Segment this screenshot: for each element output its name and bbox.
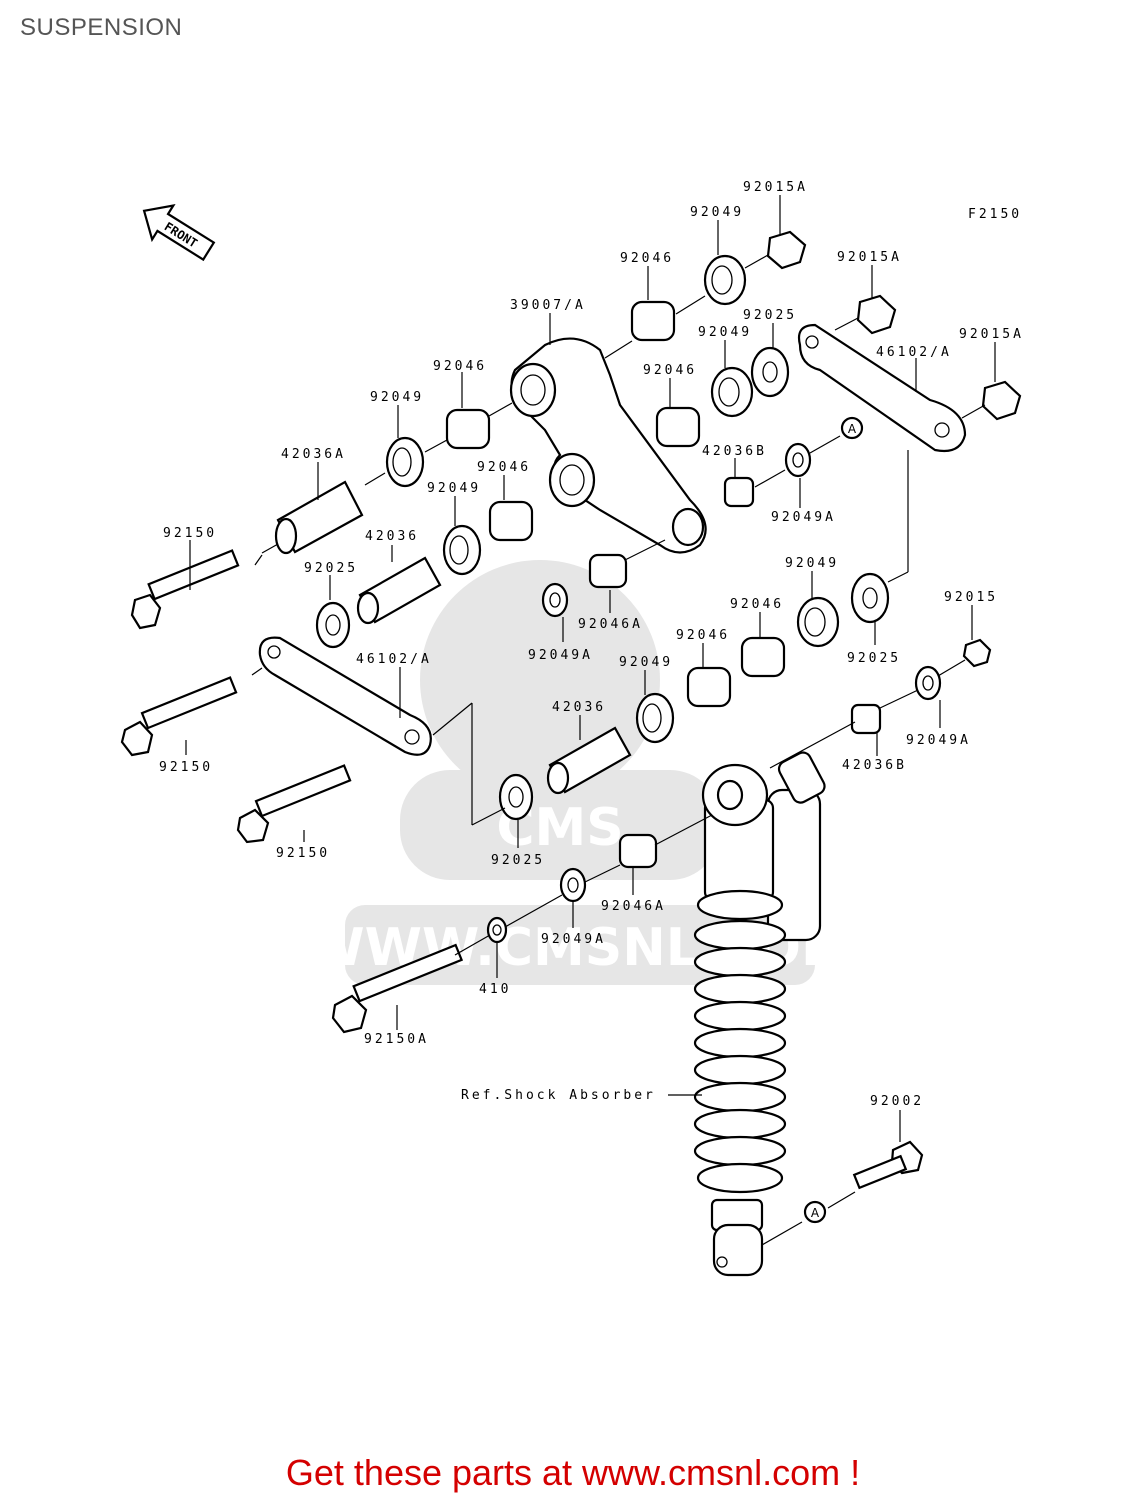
shock-spring bbox=[693, 889, 787, 1194]
part-label: 92046 bbox=[620, 251, 674, 266]
part-label: 42036 bbox=[552, 700, 606, 715]
seals-92049A bbox=[486, 442, 942, 944]
bolt-92002 bbox=[852, 1140, 924, 1190]
collar-42036-lower bbox=[546, 726, 632, 795]
part-label: 92150 bbox=[163, 526, 217, 541]
part-label: 42036 bbox=[365, 529, 419, 544]
part-label: 92025 bbox=[847, 651, 901, 666]
leader-lines bbox=[185, 195, 996, 1246]
part-label: 92046A bbox=[578, 617, 643, 632]
part-label: 92049A bbox=[528, 648, 593, 663]
suspension-diagram: CMS WWW.CMSNL.COM FRONT bbox=[120, 180, 1024, 1277]
part-label: 92015A bbox=[959, 327, 1024, 342]
ref-marker-a-upper: A bbox=[840, 416, 864, 440]
page-title: SUSPENSION bbox=[20, 14, 183, 41]
svg-text:A: A bbox=[848, 422, 857, 436]
collar-42036B-upper bbox=[723, 476, 755, 508]
ref-marker-a-lower: A bbox=[803, 1200, 827, 1224]
collar-42036A bbox=[274, 480, 364, 555]
part-label: 42036A bbox=[281, 447, 346, 462]
part-label: 92150 bbox=[159, 760, 213, 775]
part-label: 92046 bbox=[643, 363, 697, 378]
part-labels: 92015A 92049 92046 92015A 39007/A 92025 … bbox=[159, 180, 1024, 1109]
rocker-arm-part bbox=[509, 337, 707, 554]
front-arrow-icon: FRONT bbox=[142, 203, 216, 262]
svg-text:A: A bbox=[811, 1206, 820, 1220]
part-label: 92049A bbox=[906, 733, 971, 748]
part-label: 92150 bbox=[276, 846, 330, 861]
part-label: 46102/A bbox=[876, 345, 952, 360]
bolt-92150-upper bbox=[130, 549, 263, 630]
part-label: 92002 bbox=[870, 1094, 924, 1109]
part-label: 42036B bbox=[842, 758, 907, 773]
part-label: 92046 bbox=[477, 460, 531, 475]
part-label: 92049 bbox=[698, 325, 752, 340]
collar-42036B-lower bbox=[850, 703, 882, 735]
part-label: 46102/A bbox=[356, 652, 432, 667]
part-label: 92046A bbox=[601, 899, 666, 914]
part-label: 92150A bbox=[364, 1032, 429, 1047]
watermark-logo-circle bbox=[420, 560, 660, 800]
part-label: 92049A bbox=[771, 510, 836, 525]
figure-code: F2150 bbox=[968, 207, 1022, 222]
part-label: 92046 bbox=[730, 597, 784, 612]
bolt-92150-middle bbox=[120, 676, 238, 757]
collar-42036-upper bbox=[356, 556, 442, 625]
bolt-92150-lower bbox=[236, 764, 352, 844]
tie-rod-lower-part bbox=[258, 636, 432, 756]
part-label: 92025 bbox=[743, 308, 797, 323]
bearing-92046A-lower bbox=[618, 833, 658, 869]
part-label: 92025 bbox=[304, 561, 358, 576]
part-label: 92049A bbox=[541, 932, 606, 947]
bearings-92046 bbox=[445, 300, 786, 869]
shock-absorber-part bbox=[693, 751, 826, 1277]
part-label: Ref.Shock Absorber bbox=[461, 1088, 656, 1103]
part-label: 92025 bbox=[491, 853, 545, 868]
part-label: 92015 bbox=[944, 590, 998, 605]
bearing-92046A-upper bbox=[588, 553, 628, 589]
call-to-action-link[interactable]: Get these parts at www.cmsnl.com ! bbox=[285, 1452, 861, 1493]
part-label: 92049 bbox=[785, 556, 839, 571]
tie-rod-upper-part bbox=[797, 323, 967, 453]
part-label: 92046 bbox=[433, 359, 487, 374]
part-label: 92049 bbox=[690, 205, 744, 220]
part-label: 92015A bbox=[743, 180, 808, 195]
part-label: 42036B bbox=[702, 444, 767, 459]
part-label: 92046 bbox=[676, 628, 730, 643]
part-label: 92049 bbox=[427, 481, 481, 496]
seals-92049 bbox=[385, 254, 840, 744]
washers-92025 bbox=[315, 346, 890, 821]
part-label: 92049 bbox=[619, 655, 673, 670]
part-label: 92015A bbox=[837, 250, 902, 265]
part-label: 39007/A bbox=[510, 298, 586, 313]
part-label: 410 bbox=[479, 982, 511, 997]
part-label: 92049 bbox=[370, 390, 424, 405]
nuts-92015 bbox=[766, 230, 1022, 668]
